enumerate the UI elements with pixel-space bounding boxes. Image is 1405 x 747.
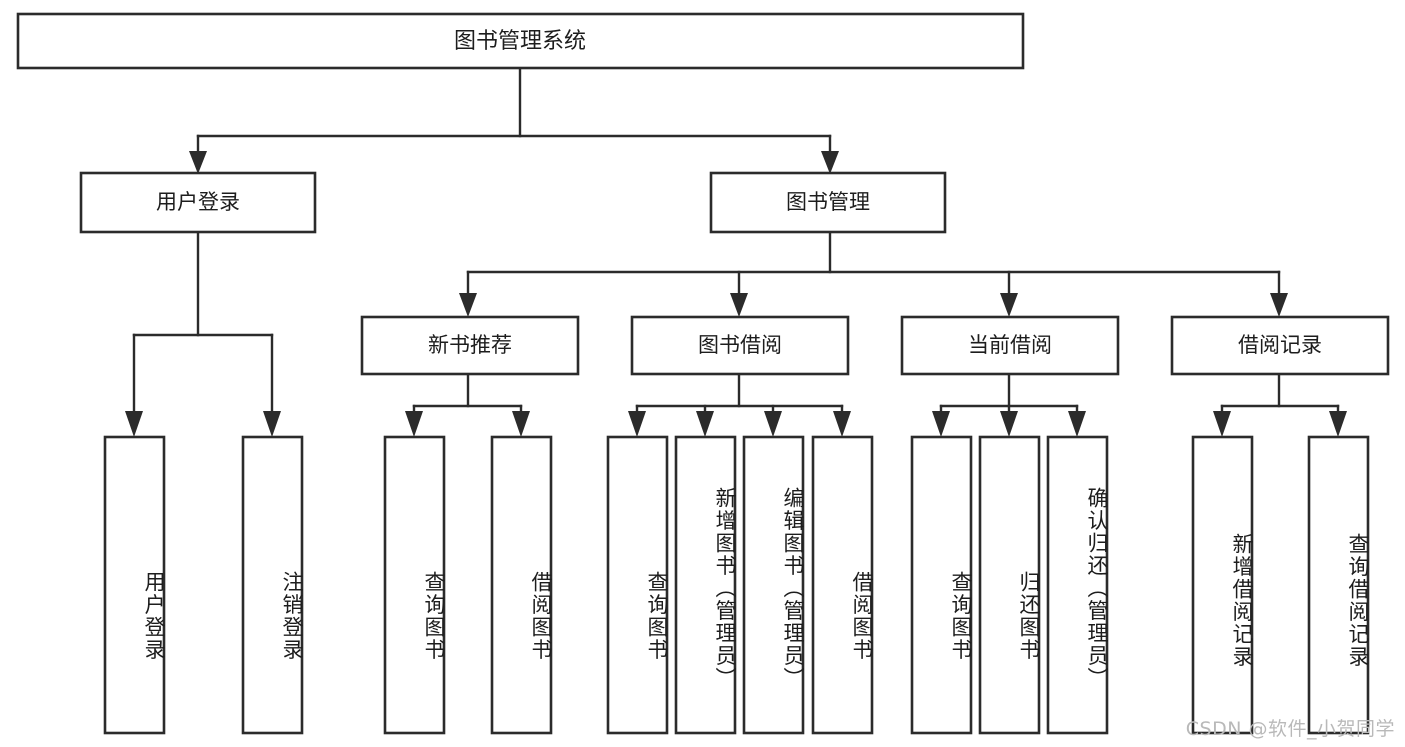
- node-book-borrow-box[interactable]: [630, 315, 850, 376]
- node-leaf-user-login-box[interactable]: [103, 435, 166, 735]
- node-root[interactable]: 图书管理系统: [16, 12, 1025, 70]
- node-leaf-borrow-book-2-box[interactable]: [811, 435, 874, 735]
- node-current-borrow-label: 当前借阅: [968, 333, 1052, 357]
- node-new-book-recommend-label: 新书推荐: [428, 333, 512, 357]
- node-book-manage-label: 图书管理: [786, 190, 870, 214]
- arrow-head-leaf-confirm-return: [1068, 411, 1086, 437]
- arrow-head-book-manage: [821, 151, 839, 174]
- node-leaf-logout-login-box[interactable]: [241, 435, 304, 735]
- node-book-manage[interactable]: 图书管理: [709, 171, 947, 234]
- arrow-head-leaf-borrow-book-2: [833, 411, 851, 437]
- arrow-head-leaf-borrow-book-1: [512, 411, 530, 437]
- node-root-box[interactable]: [16, 12, 1025, 70]
- arrow-head-leaf-return-book: [1000, 411, 1018, 437]
- arrow-head-current-borrow: [1000, 293, 1018, 317]
- arrow-head-leaf-query-record: [1329, 411, 1347, 437]
- node-leaf-borrow-book-1-box[interactable]: [490, 435, 553, 735]
- node-new-book-recommend[interactable]: 新书推荐: [360, 315, 580, 376]
- connector-group: [125, 66, 1347, 437]
- node-leaf-confirm-return-box[interactable]: [1046, 435, 1109, 735]
- node-user-login-box[interactable]: [79, 171, 317, 234]
- arrow-head-user-login: [189, 151, 207, 174]
- node-book-borrow-label: 图书借阅: [698, 333, 782, 357]
- arrow-head-borrow-record: [1270, 293, 1288, 317]
- node-borrow-record[interactable]: 借阅记录: [1170, 315, 1390, 376]
- watermark-text: CSDN @软件_小贺同学: [1185, 718, 1395, 740]
- node-leaf-query-book-2-box[interactable]: [606, 435, 669, 735]
- node-borrow-record-box[interactable]: [1170, 315, 1390, 376]
- node-leaf-return-book-box[interactable]: [978, 435, 1041, 735]
- node-new-book-recommend-box[interactable]: [360, 315, 580, 376]
- node-user-login-label: 用户登录: [156, 190, 240, 214]
- node-leaf-query-book-3-box[interactable]: [910, 435, 973, 735]
- node-book-borrow[interactable]: 图书借阅: [630, 315, 850, 376]
- node-leaf-add-record-box[interactable]: [1191, 435, 1254, 735]
- arrow-head-leaf-add-book: [696, 411, 714, 437]
- node-leaf-query-book-1-box[interactable]: [383, 435, 446, 735]
- arrow-head-leaf-add-record: [1213, 411, 1231, 437]
- node-root-label: 图书管理系统: [454, 29, 586, 54]
- node-leaf-add-book-box[interactable]: [674, 435, 737, 735]
- node-borrow-record-label: 借阅记录: [1238, 333, 1322, 357]
- arrow-head-leaf-user-login: [125, 411, 143, 437]
- leaf-boxes: [103, 435, 1370, 735]
- arrow-head-new-book-recommend: [459, 293, 477, 317]
- node-book-manage-box[interactable]: [709, 171, 947, 234]
- node-user-login[interactable]: 用户登录: [79, 171, 317, 234]
- arrow-head-book-borrow: [730, 293, 748, 317]
- node-leaf-query-record-box[interactable]: [1307, 435, 1370, 735]
- arrow-head-leaf-query-book-2: [628, 411, 646, 437]
- arrow-head-leaf-query-book-1: [405, 411, 423, 437]
- node-leaf-edit-book-box[interactable]: [742, 435, 805, 735]
- node-current-borrow[interactable]: 当前借阅: [900, 315, 1120, 376]
- node-current-borrow-box[interactable]: [900, 315, 1120, 376]
- arrow-head-leaf-query-book-3: [932, 411, 950, 437]
- arrow-head-leaf-edit-book: [764, 411, 782, 437]
- arrow-head-leaf-logout-login: [263, 411, 281, 437]
